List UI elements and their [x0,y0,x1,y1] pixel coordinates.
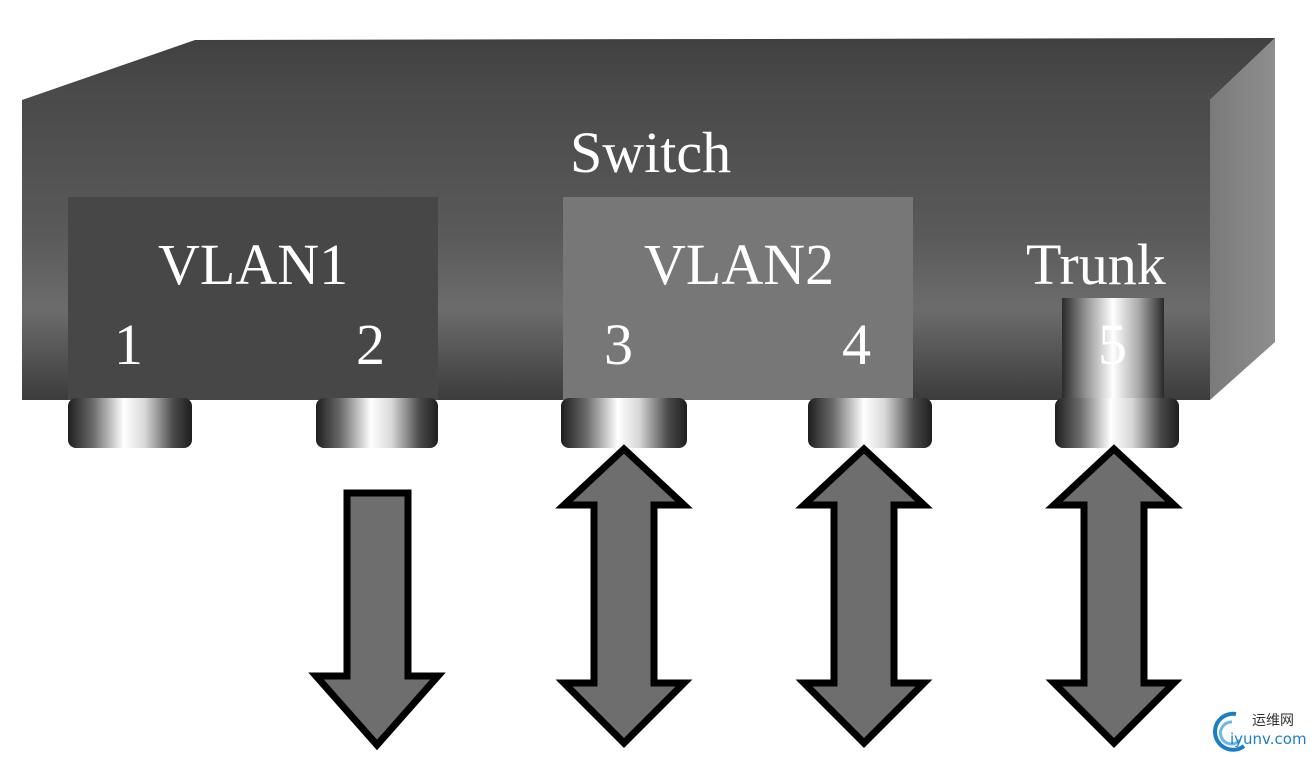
switch-side-face [1210,38,1275,400]
port-3-bidirectional-arrow [555,444,693,748]
port-2-connector[interactable] [316,398,438,448]
port-2-out-arrow [308,489,446,751]
watermark-cn-text: 运维网 [1252,713,1294,729]
port-2-number: 2 [356,312,385,377]
port-3-connector[interactable] [561,398,687,448]
vlan2-label: VLAN2 [644,232,835,297]
port-1-number: 1 [114,312,143,377]
switch-title: Switch [570,120,732,185]
switch-top-face [22,38,1275,100]
port-3-number: 3 [604,312,633,377]
port-1-connector[interactable] [68,398,192,448]
watermark-logo-icon [1213,711,1246,752]
port-5-face [1062,298,1164,400]
port-5-number: 5 [1098,312,1127,377]
port-4-number: 4 [842,312,871,377]
port-4-bidirectional-arrow [795,444,933,748]
vlan2-box [563,197,913,400]
watermark-url-text: iyunv.com [1230,730,1307,748]
vlan1-label: VLAN1 [158,232,349,297]
watermark: 运维网 iyunv.com [1210,708,1310,752]
trunk-label: Trunk [1026,232,1166,297]
port-5-bidirectional-arrow [1045,444,1183,748]
port-5-connector[interactable] [1055,398,1179,448]
port-4-connector[interactable] [808,398,932,448]
vlan1-box [68,197,438,400]
